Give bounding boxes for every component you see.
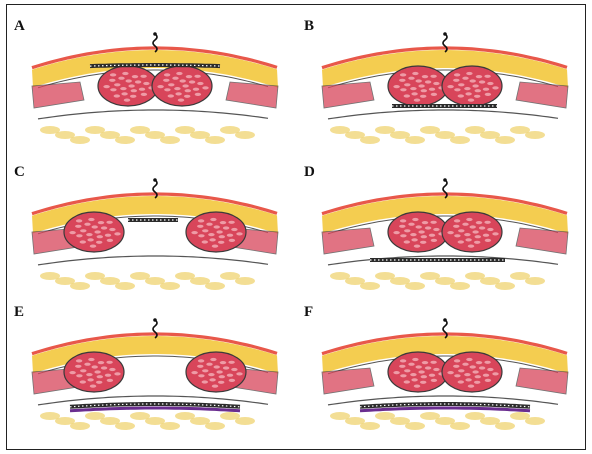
panel-b: B [300,12,590,157]
panel-label: E [14,304,24,321]
panel-e: E [10,298,300,443]
rectus-muscle-left [388,212,448,252]
panel-f: F [300,298,590,443]
lateral-muscle-left [322,228,374,254]
rectus-muscle-right [186,352,246,392]
lateral-muscle-right [516,82,568,108]
wall-section-illustration [300,158,590,303]
intra-abdominal-fat [40,412,255,430]
panel-label: F [304,304,313,321]
wall-section-illustration [300,12,590,157]
rectus-muscle-left [98,66,158,106]
rectus-muscle-left [64,352,124,392]
lateral-muscle-left [32,82,84,108]
panel-a: A [10,12,300,157]
barrier-layer [360,408,530,411]
rectus-muscle-left [388,66,448,106]
mesh [70,404,240,407]
wall-section-illustration [300,298,590,443]
intra-abdominal-fat [330,412,545,430]
lateral-muscle-right [516,368,568,394]
mesh [90,65,220,66]
posterior-fascia [38,110,268,119]
lateral-muscle-left [322,82,374,108]
rectus-muscle-right [442,66,502,106]
rectus-muscle-right [152,66,212,106]
panel-label: A [14,18,25,35]
rectus-muscle-right [442,212,502,252]
panel-d: D [300,158,590,303]
posterior-fascia [328,110,558,119]
wall-section-illustration [10,12,300,157]
rectus-muscle-left [64,212,124,252]
posterior-fascia [38,256,268,265]
lateral-muscle-right [516,228,568,254]
lateral-muscle-left [322,368,374,394]
wall-section-illustration [10,158,300,303]
intra-abdominal-fat [330,126,545,144]
intra-abdominal-fat [330,272,545,290]
intra-abdominal-fat [40,126,255,144]
rectus-muscle-right [442,352,502,392]
rectus-muscle-right [186,212,246,252]
rectus-muscle-left [388,352,448,392]
wall-section-illustration [10,298,300,443]
intra-abdominal-fat [40,272,255,290]
panel-label: D [304,164,315,181]
panel-label: C [14,164,25,181]
barrier-layer [70,408,240,411]
panel-label: B [304,18,314,35]
panel-c: C [10,158,300,303]
mesh [360,404,530,407]
lateral-muscle-right [226,82,278,108]
